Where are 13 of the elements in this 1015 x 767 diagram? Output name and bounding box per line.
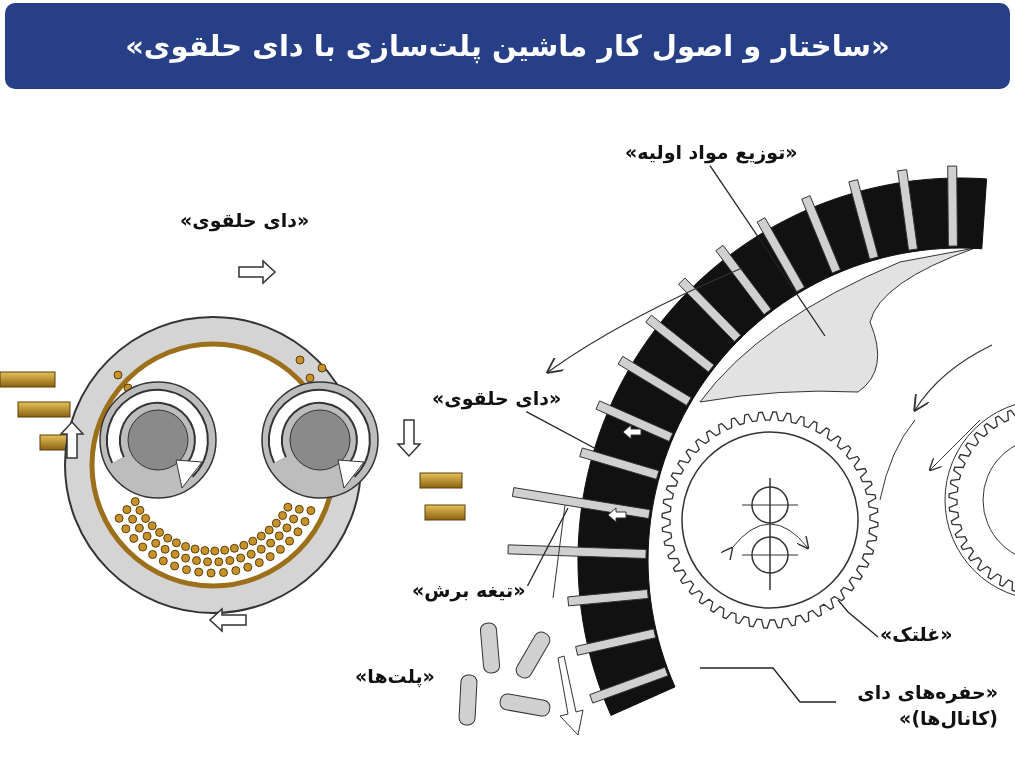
callout-label: «توزیع مواد اولیه» — [625, 140, 798, 166]
callout-label: «تیغه برش» — [412, 578, 526, 604]
callout-label: «دای حلقوی» — [432, 386, 562, 412]
part-label: «دای حلقوی» — [180, 208, 310, 234]
leader-line — [525, 410, 599, 451]
part-label: «پلت‌ها» — [355, 664, 435, 690]
leader-line — [837, 599, 879, 638]
title-banner: «ساختار و اصول کار ماشین پلت‌سازی با دای حلقوی» — [5, 3, 1010, 89]
callout-label: «حفره‌های دای (کانال‌ها)» — [838, 680, 998, 732]
callout-label: «غلتک» — [880, 622, 953, 648]
leader-line — [709, 164, 826, 337]
leader-line — [526, 507, 569, 587]
leader-line — [699, 667, 837, 703]
